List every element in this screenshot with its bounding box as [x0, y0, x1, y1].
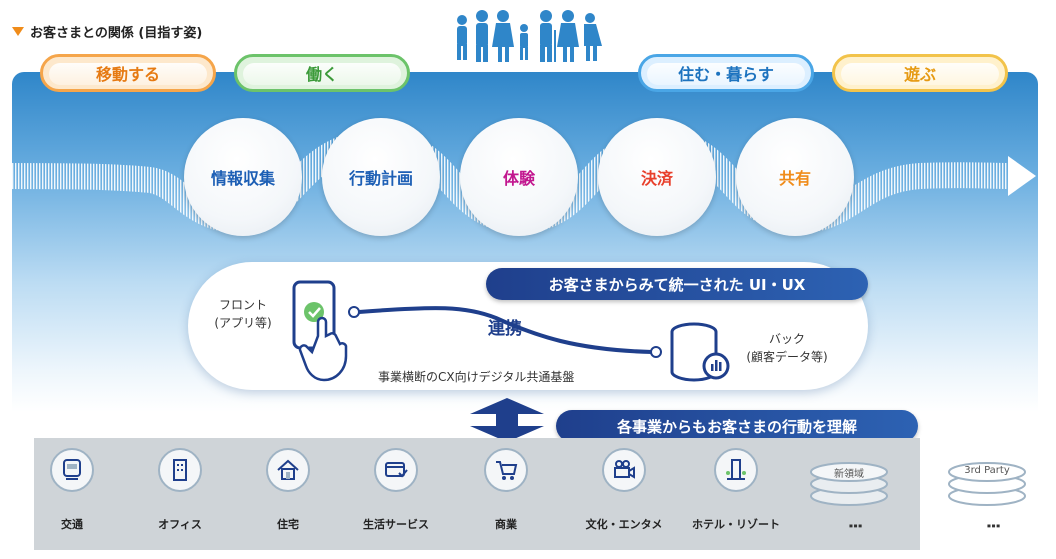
- pill-live: 住む・暮らす: [638, 54, 814, 92]
- business-lifestyle-service: 生活サービス: [346, 448, 446, 532]
- third-party-label: 3rd Party: [964, 465, 1010, 476]
- business-office: オフィス: [130, 448, 230, 532]
- section-title: お客さまとの関係 (目指す姿): [12, 22, 202, 41]
- new-domain-more: ⋮: [846, 518, 865, 536]
- office-building-icon: [158, 448, 202, 492]
- step-experience: 体験: [460, 118, 578, 236]
- business-transport: 交通: [22, 448, 122, 532]
- shopping-cart-icon: [484, 448, 528, 492]
- orange-triangle-icon: [12, 27, 24, 36]
- movie-camera-icon: [602, 448, 646, 492]
- business-commercial: 商業: [456, 448, 556, 532]
- train-icon: [50, 448, 94, 492]
- double-arrow-icon: [470, 398, 544, 442]
- flow-arrow-head: [1008, 156, 1036, 196]
- family-illustration-icon: [457, 10, 602, 62]
- pill-work: 働く: [234, 54, 410, 92]
- third-party-more: ⋮: [984, 518, 1003, 536]
- pill-play: 遊ぶ: [832, 54, 1008, 92]
- third-party-stack-icon: [948, 462, 1026, 506]
- back-label: バック (顧客データ等): [746, 332, 828, 364]
- business-housing: 住宅: [238, 448, 338, 532]
- pill-move: 移動する: [40, 54, 216, 92]
- step-payment: 決済: [598, 118, 716, 236]
- business-culture-entertainment: 文化・エンタメ: [574, 448, 674, 532]
- house-icon: [266, 448, 310, 492]
- section-title-text: お客さまとの関係 (目指す姿): [30, 26, 203, 41]
- card-payment-icon: [374, 448, 418, 492]
- new-domain-stack-icon: [810, 462, 888, 506]
- link-label: 連携: [488, 319, 522, 339]
- unified-ui-ux-banner: お客さまからみて統一された UI・UX: [486, 268, 868, 300]
- business-understanding-banner: 各事業からもお客さまの行動を理解: [556, 410, 918, 442]
- front-label: フロント (アプリ等): [214, 298, 272, 330]
- common-platform-label: 事業横断のCX向けデジタル共通基盤: [378, 370, 575, 384]
- step-sharing: 共有: [736, 118, 854, 236]
- new-domain-label: 新領域: [834, 469, 864, 480]
- step-action-planning: 行動計画: [322, 118, 440, 236]
- business-hotel-resort: ホテル・リゾート: [686, 448, 786, 532]
- database-icon: [670, 322, 730, 382]
- link-connector-line: [348, 306, 662, 358]
- smartphone-hand-icon: [292, 280, 348, 382]
- hotel-icon: [714, 448, 758, 492]
- step-information-gathering: 情報収集: [184, 118, 302, 236]
